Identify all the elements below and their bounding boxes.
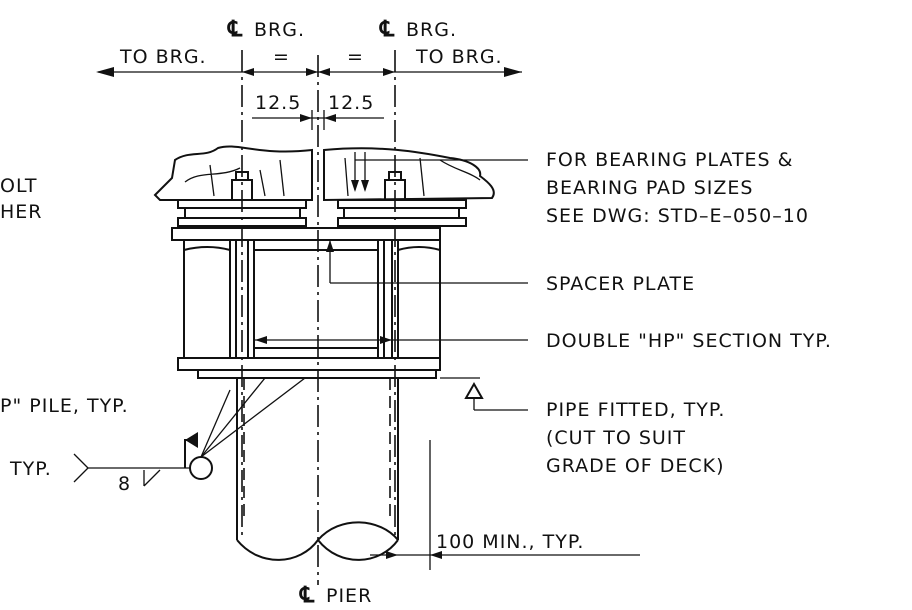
arrow-r1 — [318, 68, 330, 76]
pipe-note-line-2: (CUT TO SUIT — [546, 427, 686, 449]
bolt-label-partial: OLT — [0, 175, 38, 197]
left-brg-label: BRG. — [254, 19, 305, 41]
equal-right: = — [347, 46, 364, 68]
cap-base-plate — [197, 369, 437, 379]
left-bolt-nut — [231, 179, 253, 200]
weld-circle — [189, 456, 213, 480]
double-hp-label: DOUBLE "HP" SECTION TYP. — [546, 330, 832, 352]
weld-typ-label: TYP. — [9, 458, 52, 480]
dim-12-5-right: 12.5 — [328, 92, 374, 114]
right-bolt-top — [388, 171, 402, 180]
left-girder-section — [153, 145, 313, 201]
arrow-l2 — [306, 68, 318, 76]
right-girder-hatch — [344, 157, 481, 197]
weld-leader-3 — [200, 389, 231, 458]
left-hp-web-top — [183, 246, 231, 251]
left-bolt-top — [235, 171, 249, 180]
center-hp-webs — [253, 240, 379, 358]
weld-size-label: 8 — [118, 473, 131, 495]
left-girder-hatch — [184, 159, 285, 197]
to-brg-left-label: TO BRG. — [119, 46, 207, 68]
center-hp-inner — [254, 249, 378, 349]
dim-12-5-left: 12.5 — [255, 92, 301, 114]
right-hp-web-top — [397, 246, 441, 251]
right-sole-plate — [337, 199, 467, 209]
min-arrow-left — [386, 551, 398, 559]
bearing-note-line-1: FOR BEARING PLATES & — [546, 149, 793, 171]
pipe-break-bottom — [317, 539, 399, 561]
pipe-pile-walls — [236, 378, 399, 540]
pipe-hidden-walls — [243, 378, 391, 520]
weld-leader-1 — [200, 377, 266, 458]
left-flange-outer — [183, 240, 231, 358]
cap-bottom-plate — [177, 357, 441, 371]
pier-label: PIER — [326, 585, 372, 607]
weld-tail — [73, 453, 89, 483]
gap-arrow-left — [300, 114, 312, 122]
right-masonry-plate — [337, 217, 467, 227]
pipe-level-triangle — [464, 381, 484, 399]
hp-left-flanges — [235, 240, 249, 358]
pipe-note-line-3: GRADE OF DECK) — [546, 455, 725, 477]
weld-leader-2 — [200, 377, 306, 458]
min-dim-label: 100 MIN., TYP. — [436, 531, 584, 553]
left-arrowhead — [96, 67, 114, 77]
right-bolt-nut — [384, 179, 406, 200]
equal-left: = — [273, 46, 290, 68]
arrow-r2 — [383, 68, 395, 76]
to-brg-right-label: TO BRG. — [415, 46, 503, 68]
double-hp-arrow-right — [380, 336, 392, 344]
right-brg-label: BRG. — [406, 19, 457, 41]
washer-label-partial: HER — [0, 201, 43, 223]
bearing-arrow-1 — [351, 180, 359, 192]
right-cl-symbol: ℄ — [379, 16, 395, 42]
arrow-l1 — [242, 68, 254, 76]
right-bearing-pad — [343, 207, 460, 219]
bearing-arrow-2 — [361, 180, 369, 192]
weld-flag-fill — [185, 432, 198, 448]
cap-top-plate — [171, 227, 441, 241]
double-hp-arrow-left — [255, 336, 267, 344]
left-masonry-plate — [177, 217, 307, 227]
right-girder-section — [323, 147, 495, 202]
right-flange-outer — [397, 240, 441, 358]
fillet-weld-symbol — [143, 469, 161, 487]
spacer-arrow — [326, 240, 334, 252]
bearing-note-line-3: SEE DWG: STD–E–050–10 — [546, 205, 809, 227]
gap-arrow-right — [324, 114, 336, 122]
left-cl-symbol: ℄ — [227, 16, 243, 42]
pipe-note-line-1: PIPE FITTED, TYP. — [546, 399, 725, 421]
hp-pile-label-partial: P" PILE, TYP. — [0, 395, 129, 417]
right-arrowhead — [504, 67, 522, 77]
bearing-note-line-2: BEARING PAD SIZES — [546, 177, 753, 199]
pier-cl-symbol: ℄ — [299, 582, 315, 608]
spacer-plate-label: SPACER PLATE — [546, 273, 695, 295]
